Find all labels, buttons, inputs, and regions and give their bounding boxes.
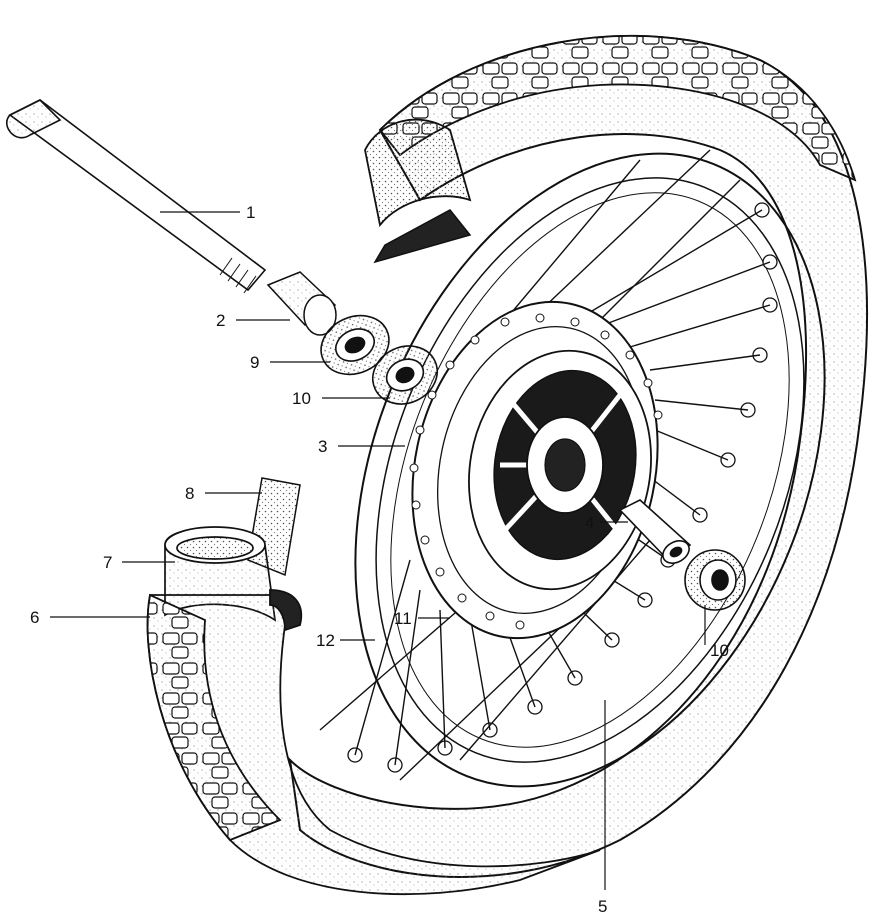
callout-1: 1 bbox=[246, 203, 255, 222]
callout-2: 2 bbox=[216, 311, 225, 330]
callout-labels: 1 2 9 10 3 8 7 6 4 11 12 10 5 bbox=[30, 203, 729, 916]
rim-lip bbox=[390, 192, 790, 748]
callout-4: 4 bbox=[585, 513, 594, 532]
spokes bbox=[319, 149, 771, 781]
callout-5: 5 bbox=[598, 897, 607, 916]
bearing-left bbox=[320, 314, 390, 376]
flange-holes bbox=[409, 313, 663, 630]
leader-lines bbox=[50, 211, 706, 890]
axle bbox=[6, 99, 267, 294]
callout-7: 7 bbox=[103, 553, 112, 572]
callout-12: 12 bbox=[316, 631, 335, 650]
tire-section bbox=[146, 589, 601, 895]
distance-collar bbox=[618, 499, 692, 564]
hub-bore bbox=[544, 438, 586, 492]
callout-3: 3 bbox=[318, 437, 327, 456]
bearing-right-upper bbox=[372, 345, 438, 405]
callout-10-lower: 10 bbox=[710, 641, 729, 660]
callout-10-upper: 10 bbox=[292, 389, 311, 408]
tire-section-cut bbox=[364, 118, 472, 228]
callout-9: 9 bbox=[250, 353, 259, 372]
callout-6: 6 bbox=[30, 608, 39, 627]
tire-tread-top bbox=[378, 35, 857, 182]
callout-11: 11 bbox=[394, 609, 412, 628]
tube-flap-top bbox=[373, 209, 472, 264]
bearing-right-lower bbox=[684, 549, 746, 611]
wheel-assembly bbox=[288, 34, 868, 878]
callout-8: 8 bbox=[185, 484, 194, 503]
axle-spacer bbox=[266, 271, 337, 336]
